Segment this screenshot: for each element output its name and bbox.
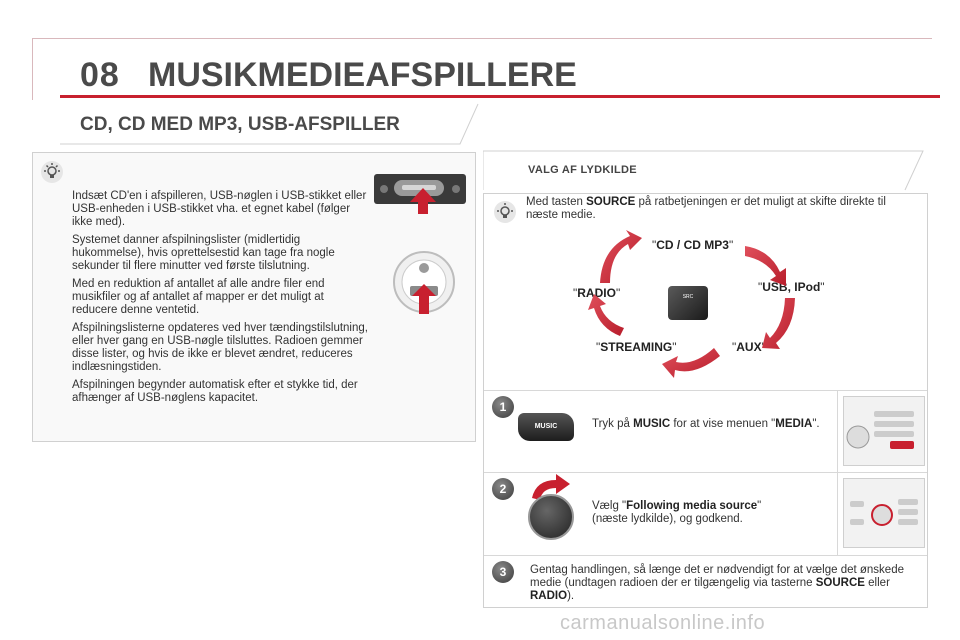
music-button[interactable]: MUSIC — [518, 413, 574, 441]
source-steering-button[interactable]: SRC — [668, 286, 708, 320]
control-panel-thumbnail-1 — [843, 396, 925, 466]
info-paragraph: Afspilningen begynder automatisk efter e… — [72, 379, 358, 404]
divider — [484, 555, 927, 556]
cycle-arrows — [588, 230, 795, 378]
section-frame — [60, 103, 479, 145]
step-3-text: Gentag handlingen, så længe det er nødve… — [530, 564, 904, 602]
selection-knob[interactable] — [528, 494, 574, 540]
page-title: MUSIKMEDIEAFSPILLERE — [148, 56, 577, 94]
step-number-3: 3 — [492, 561, 514, 583]
info-paragraph: Systemet danner afspilningslister (midle… — [72, 234, 335, 272]
step-number-1: 1 — [492, 396, 514, 418]
divider — [484, 390, 927, 391]
arrow-usb-to-aux — [762, 298, 795, 349]
header-frame — [32, 38, 932, 100]
subheading-frame — [483, 150, 924, 191]
info-text: Indsæt CD'en i afspilleren, USB-nøglen i… — [72, 190, 372, 410]
usb-insert-arrow-icon — [412, 284, 436, 314]
source-key-label: SOURCE — [586, 196, 636, 208]
source-intro: Med tasten SOURCE på ratbetjeningen er d… — [526, 196, 886, 221]
lightbulb-icon — [494, 201, 516, 223]
head-unit-illustration — [374, 174, 466, 204]
arrow-aux-to-streaming — [662, 348, 720, 378]
lightbulb-icon — [41, 161, 63, 183]
arrow-cd-to-usb — [745, 246, 786, 286]
control-panel-thumbnail-2 — [843, 478, 925, 548]
info-paragraph: Indsæt CD'en i afspilleren, USB-nøglen i… — [72, 190, 367, 228]
watermark: carmanualsonline.info — [560, 612, 766, 634]
rotate-arrow-icon — [532, 474, 570, 500]
insert-arrow-icon — [410, 188, 436, 214]
info-paragraph: Afspilningslisterne opdateres ved hver t… — [72, 322, 368, 373]
step-1-text: Tryk på MUSIC for at vise menuen "MEDIA"… — [592, 418, 820, 430]
cycle-label-radio: "RADIO" — [573, 286, 621, 300]
chapter-number: 08 — [80, 56, 120, 94]
source-selection-heading: VALG AF LYDKILDE — [528, 164, 637, 176]
info-paragraph: Med en reduktion af antallet af alle and… — [72, 278, 325, 316]
section-title: CD, CD MED MP3, USB-AFSPILLER — [80, 114, 400, 135]
header-accent-bar — [60, 95, 940, 98]
arrow-radio-to-cd — [600, 230, 642, 283]
step-number-2: 2 — [492, 478, 514, 500]
cycle-label-usb: "USB, IPod" — [758, 280, 825, 294]
cycle-label-streaming: "STREAMING" — [596, 340, 677, 354]
step-2-text: Vælg "Following media source" (næste lyd… — [592, 500, 762, 525]
cycle-label-cd: "CD / CD MP3" — [652, 238, 734, 252]
divider — [484, 472, 927, 473]
arrow-streaming-to-radio — [588, 294, 624, 336]
divider-vertical — [837, 391, 838, 555]
